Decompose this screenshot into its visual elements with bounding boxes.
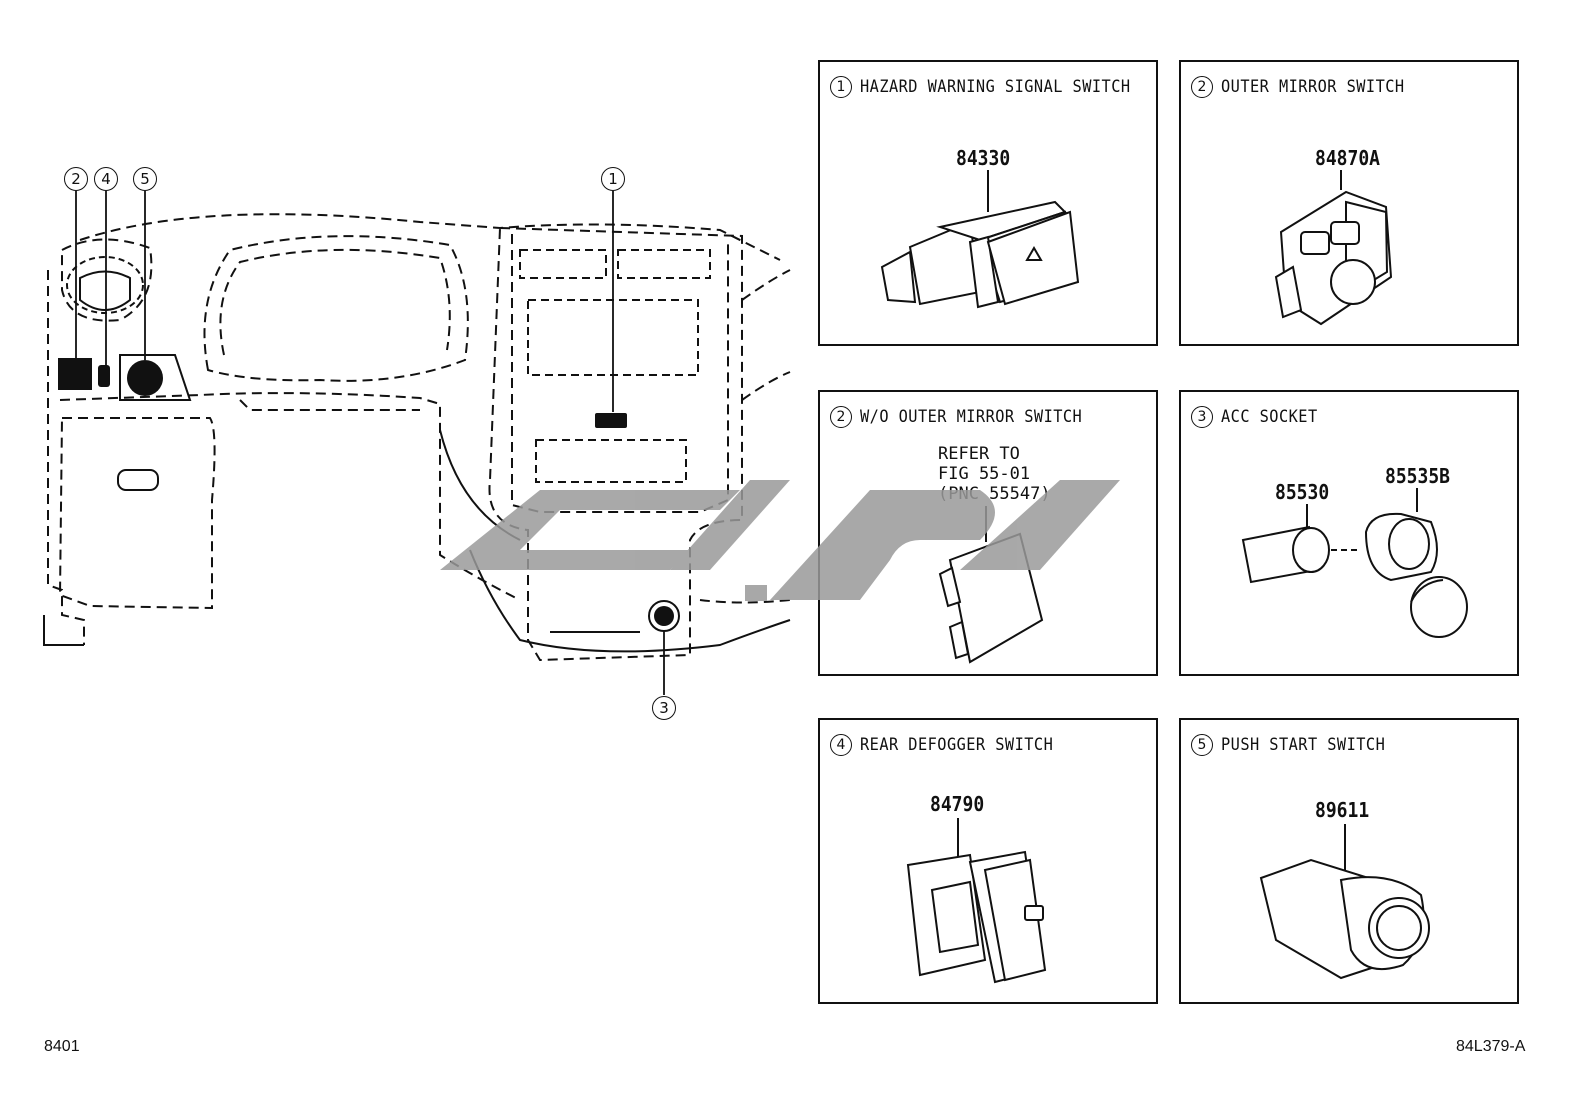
panel-number: 2 <box>1191 76 1213 98</box>
panel-title: OUTER MIRROR SWITCH <box>1221 77 1405 97</box>
panel-number: 3 <box>1191 406 1213 428</box>
panel-title: PUSH START SWITCH <box>1221 735 1386 755</box>
panel-header: 5 PUSH START SWITCH <box>1191 734 1404 756</box>
panel-outer-mirror-switch: 2 OUTER MIRROR SWITCH 84870A <box>1179 60 1519 346</box>
callout-4: 4 <box>94 167 118 191</box>
blank-cover-drawing <box>938 506 1044 664</box>
panel-title: W/O OUTER MIRROR SWITCH <box>860 407 1083 427</box>
panel-number: 1 <box>830 76 852 98</box>
part-number: 84790 <box>930 792 985 816</box>
part-number: 84870A <box>1315 146 1381 170</box>
callout-1: 1 <box>601 167 625 191</box>
panel-no-outer-mirror: 2 W/O OUTER MIRROR SWITCH REFER TO FIG 5… <box>818 390 1158 676</box>
part-number: 84330 <box>956 146 1011 170</box>
footer-drawing-code: 84L379-A <box>1456 1038 1526 1055</box>
panel-number: 5 <box>1191 734 1213 756</box>
panel-acc-socket: 3 ACC SOCKET 85530 85535B <box>1179 390 1519 676</box>
defogger-switch-drawing <box>906 818 1047 984</box>
push-start-drawing <box>1259 824 1430 980</box>
panel-push-start: 5 PUSH START SWITCH 89611 <box>1179 718 1519 1004</box>
panel-header: 1 HAZARD WARNING SIGNAL SWITCH <box>830 76 1161 98</box>
footer-figure-number: 8401 <box>44 1038 80 1055</box>
panel-header: 2 OUTER MIRROR SWITCH <box>1191 76 1425 98</box>
panel-rear-defogger: 4 REAR DEFOGGER SWITCH 84790 <box>818 718 1158 1004</box>
hazard-switch-drawing <box>880 170 1080 309</box>
panel-hazard-switch: 1 HAZARD WARNING SIGNAL SWITCH 84330 <box>818 60 1158 346</box>
panel-number: 4 <box>830 734 852 756</box>
part-number: 89611 <box>1315 798 1370 822</box>
part-number: 85530 <box>1275 480 1330 504</box>
callout-2: 2 <box>64 167 88 191</box>
panel-header: 4 REAR DEFOGGER SWITCH <box>830 734 1075 756</box>
dashboard-overview-drawing <box>43 191 791 695</box>
panel-header: 3 ACC SOCKET <box>1191 406 1328 428</box>
panel-title: HAZARD WARNING SIGNAL SWITCH <box>860 77 1131 97</box>
mirror-switch-drawing <box>1274 170 1393 326</box>
callout-3: 3 <box>652 696 676 720</box>
panel-title: REAR DEFOGGER SWITCH <box>860 735 1054 755</box>
panel-number: 2 <box>830 406 852 428</box>
part-number-2: 85535B <box>1385 464 1451 488</box>
acc-socket-drawing <box>1241 488 1468 638</box>
callout-5: 5 <box>133 167 157 191</box>
panel-header: 2 W/O OUTER MIRROR SWITCH <box>830 406 1107 428</box>
panel-title: ACC SOCKET <box>1221 407 1318 427</box>
